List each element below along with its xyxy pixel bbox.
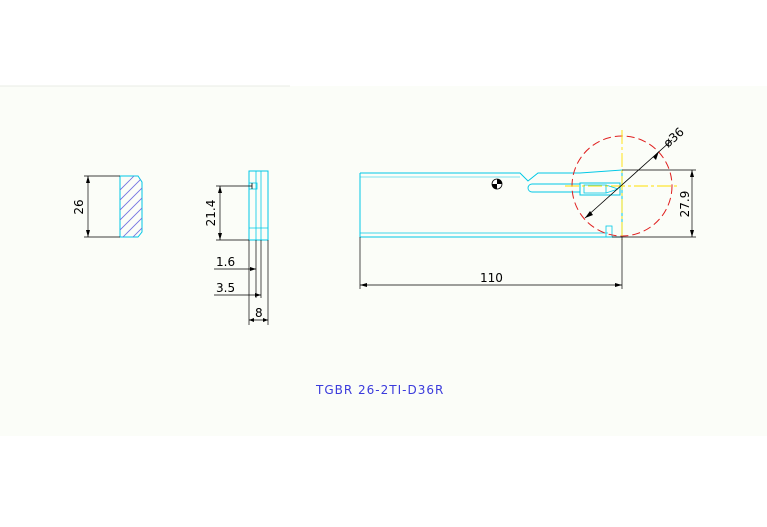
dim-height-26: 26 <box>72 199 86 214</box>
side-view-outline <box>248 170 269 241</box>
section-hatch <box>120 176 142 237</box>
dim-length-110: 110 <box>480 271 503 285</box>
side-view: 21.4 1.6 3.5 8 <box>204 170 269 325</box>
paper-background <box>0 86 767 436</box>
dim-thickness-1-6: 1.6 <box>216 255 235 269</box>
dim-height-27-9: 27.9 <box>678 191 692 218</box>
blade-outline <box>359 169 623 238</box>
part-code-label: TGBR 26-2TI-D36R <box>315 383 444 397</box>
center-mark-symbol <box>491 178 503 190</box>
top-view: ø36 27.9 110 <box>359 125 696 289</box>
dim-slot-21-4: 21.4 <box>204 200 218 227</box>
dim-width-8: 8 <box>255 306 263 320</box>
dim-thickness-3-5: 3.5 <box>216 281 235 295</box>
end-view: 26 <box>72 175 143 238</box>
